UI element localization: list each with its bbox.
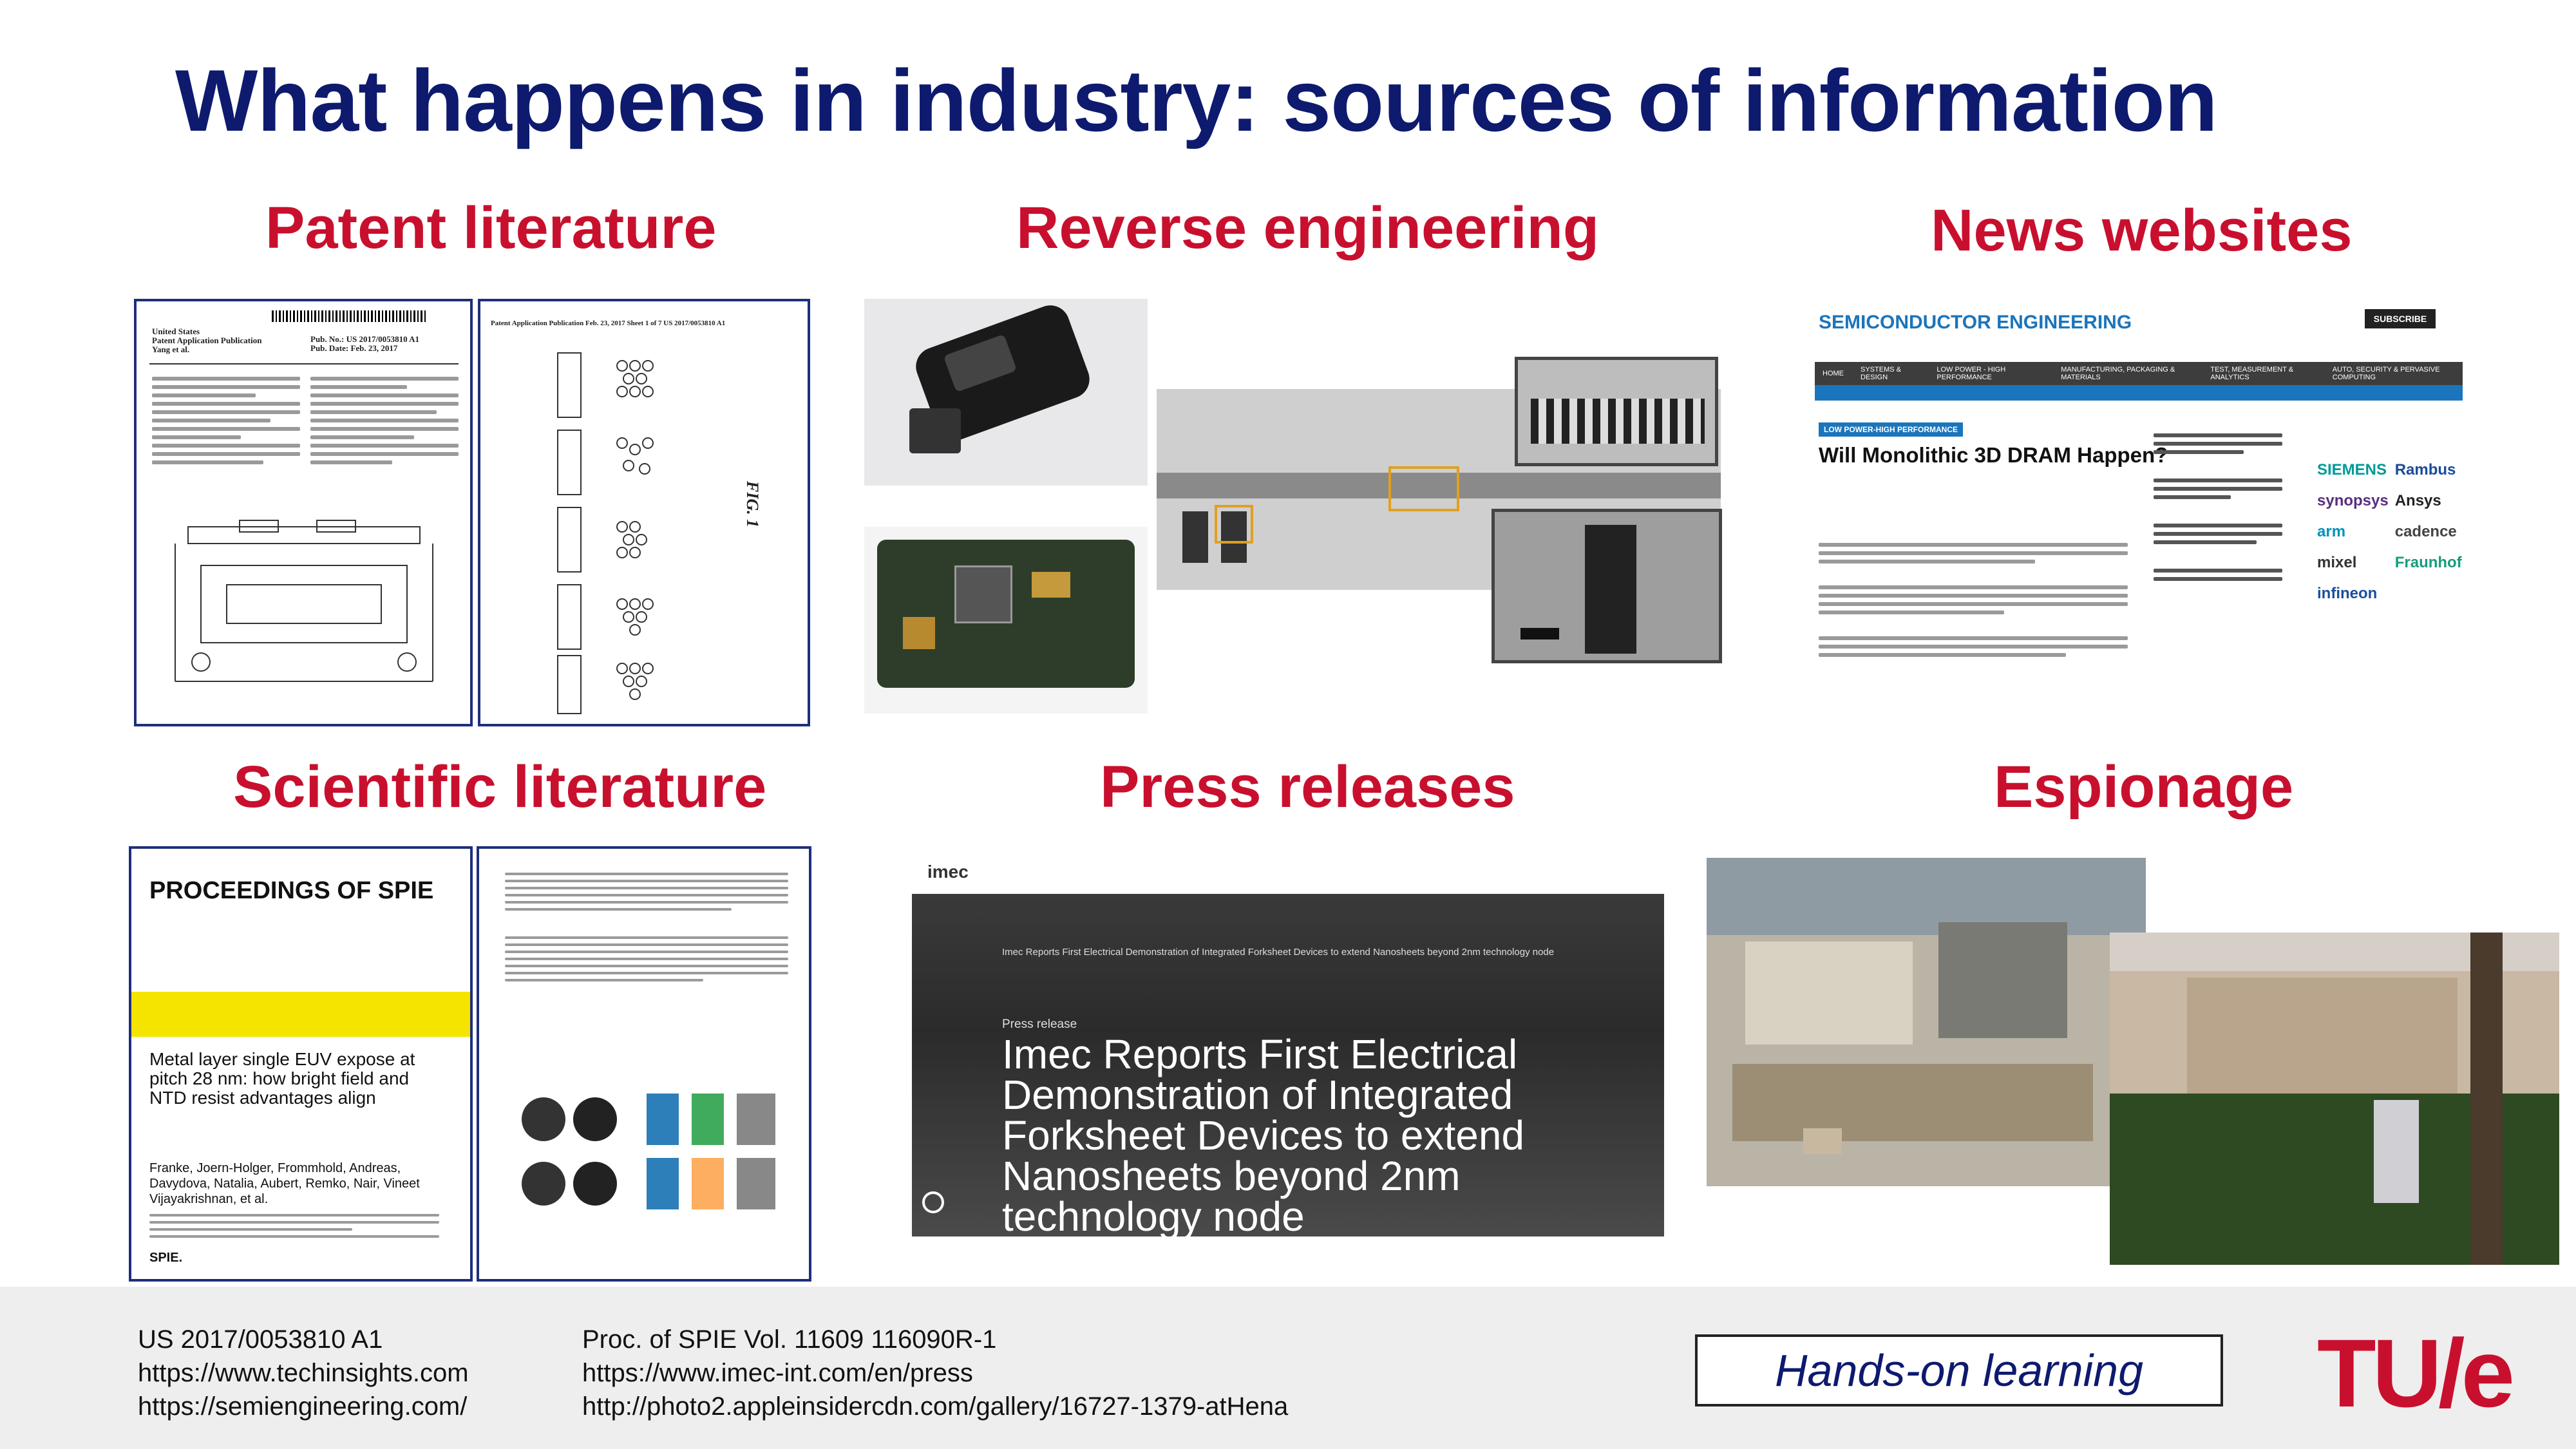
hands-on-learning-box: Hands-on learning <box>1695 1334 2223 1406</box>
apple-campus-photo <box>2110 933 2559 1265</box>
news-website-screenshot: SEMICONDUCTOR ENGINEERING SUBSCRIBE HOME… <box>1815 300 2463 706</box>
slide-title: What happens in industry: sources of inf… <box>175 52 2218 149</box>
phone-teardown-photo <box>864 299 1148 486</box>
sponsor-logo: Ansys <box>2394 492 2441 509</box>
micrograph-zoom-bottom <box>1492 509 1722 663</box>
news-nav: HOME SYSTEMS & DESIGN LOW POWER - HIGH P… <box>1815 362 2463 385</box>
tue-logo: TU/e <box>2317 1319 2515 1427</box>
heading-espionage: Espionage <box>1994 754 2294 820</box>
references-col1: US 2017/0053810 A1 https://www.techinsig… <box>138 1323 469 1423</box>
nav-item[interactable]: TEST, MEASUREMENT & ANALYTICS <box>2210 366 2294 381</box>
reference: Proc. of SPIE Vol. 11609 116090R-1 <box>582 1325 997 1354</box>
subscribe-button[interactable]: SUBSCRIBE <box>2365 309 2436 328</box>
sponsor-logo: cadence <box>2394 523 2457 540</box>
heading-scientific: Scientific literature <box>233 754 767 820</box>
press-headline-line: Forksheet Devices to extend <box>1002 1112 1525 1159</box>
patent-header-left: United States Patent Application Publica… <box>152 327 262 354</box>
patent-front-page: United States Patent Application Publica… <box>134 299 473 726</box>
press-release-screenshot: imec Imec Reports First Electrical Demon… <box>912 853 1664 1236</box>
reference-link[interactable]: https://www.techinsights.com <box>138 1359 469 1387</box>
reference: US 2017/0053810 A1 <box>138 1325 383 1354</box>
fig-label: FIG. 1 <box>743 480 762 528</box>
sponsor-logo: Fraunhofer <box>2394 554 2463 571</box>
news-logo: SEMICONDUCTOR ENGINEERING <box>1819 312 2132 333</box>
sponsor-logo: arm <box>2317 523 2346 540</box>
press-breadcrumb: Imec Reports First Electrical Demonstrat… <box>1002 947 1555 958</box>
press-headline-line: technology node <box>1002 1193 1305 1236</box>
news-tag: LOW POWER-HIGH PERFORMANCE <box>1819 422 1963 437</box>
sponsor-logo: mixel <box>2317 554 2357 571</box>
scroll-icon[interactable] <box>922 1191 944 1213</box>
heading-news: News websites <box>1931 198 2353 263</box>
spie-figure <box>522 1094 775 1209</box>
nav-item[interactable]: LOW POWER - HIGH PERFORMANCE <box>1937 366 2006 381</box>
sponsor-logo: synopsys <box>2317 492 2389 509</box>
nav-item[interactable]: AUTO, SECURITY & PERVASIVE COMPUTING <box>2332 366 2440 381</box>
barcode <box>272 310 426 322</box>
industrial-site-photo <box>1707 858 2146 1186</box>
press-headline-line: Demonstration of Integrated <box>1002 1072 1513 1118</box>
spie-authors: Franke, Joern-Holger, Frommhold, Andreas… <box>149 1161 420 1206</box>
logic-board-photo <box>864 527 1148 714</box>
reference-link[interactable]: https://www.imec-int.com/en/press <box>582 1359 973 1387</box>
micrograph-zoom-top <box>1515 357 1718 466</box>
spie-paper-title: Metal layer single EUV expose at pitch 2… <box>149 1049 415 1108</box>
spie-publisher: SPIE. <box>149 1251 183 1265</box>
press-headline: Imec Reports First Electrical Demonstrat… <box>1002 1034 1524 1236</box>
press-label: Press release <box>1002 1018 1077 1031</box>
sponsor-logos: SIEMENS Rambus synopsys Ansys arm cadenc… <box>2317 461 2463 603</box>
patent-figure <box>557 352 654 714</box>
references-col2: Proc. of SPIE Vol. 11609 116090R-1 https… <box>582 1323 1288 1423</box>
press-headline-line: Imec Reports First Electrical <box>1002 1031 1518 1077</box>
sponsor-logo: infineon <box>2317 585 2378 602</box>
heading-reverse: Reverse engineering <box>1016 195 1600 261</box>
spie-yellow-band <box>131 992 470 1037</box>
patent-drawing-sheet: Patent Application Publication Feb. 23, … <box>478 299 810 726</box>
nav-item[interactable]: MANUFACTURING, PACKAGING & MATERIALS <box>2061 366 2175 381</box>
nav-item[interactable]: SYSTEMS & DESIGN <box>1861 366 1901 381</box>
sponsor-logo: Rambus <box>2394 461 2456 478</box>
news-headline[interactable]: Will Monolithic 3D DRAM Happen? <box>1819 443 2168 467</box>
press-headline-line: Nanosheets beyond 2nm <box>1002 1153 1461 1199</box>
reference-link[interactable]: https://semiengineering.com/ <box>138 1392 468 1421</box>
nav-item[interactable]: HOME <box>1823 370 1844 377</box>
imec-brand[interactable]: imec <box>927 862 969 882</box>
spie-banner: PROCEEDINGS OF SPIE <box>149 877 434 904</box>
spie-inner-page <box>477 846 811 1282</box>
reference-link[interactable]: http://photo2.appleinsidercdn.com/galler… <box>582 1392 1289 1421</box>
patent-header-right: Pub. No.: US 2017/0053810 A1 Pub. Date: … <box>310 334 420 353</box>
sheet-header: Patent Application Publication Feb. 23, … <box>491 319 726 327</box>
heading-patent: Patent literature <box>265 195 717 261</box>
heading-press: Press releases <box>1100 754 1515 820</box>
spie-cover-page: PROCEEDINGS OF SPIE Metal layer single E… <box>129 846 473 1282</box>
patent-schematic <box>175 520 433 682</box>
sponsor-logo: SIEMENS <box>2317 461 2387 478</box>
